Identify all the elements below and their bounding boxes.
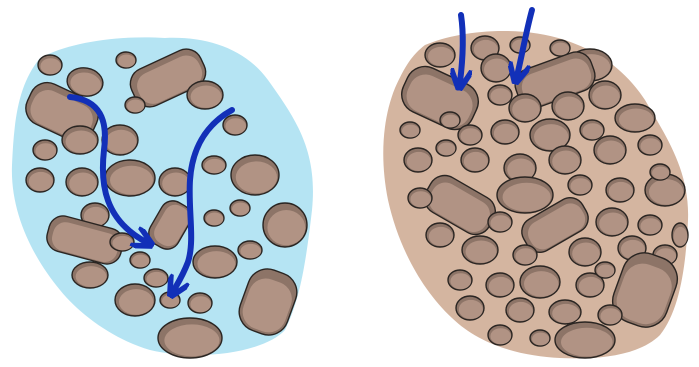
pebble (530, 330, 550, 346)
pebble (595, 262, 615, 278)
pebble (223, 115, 247, 135)
pebble (555, 322, 615, 358)
pebble (440, 112, 460, 128)
pebble (552, 92, 584, 120)
pebble (72, 262, 108, 288)
pebble (230, 200, 250, 216)
pebble (110, 233, 134, 251)
loose-gravel-panel (12, 37, 313, 358)
pebble (569, 238, 601, 266)
down-arrow-icon (460, 15, 463, 82)
pebble (404, 148, 432, 172)
pebble (598, 305, 622, 325)
pebble (606, 178, 634, 202)
pebble (488, 85, 512, 105)
pebble (549, 146, 581, 174)
pebble (115, 284, 155, 316)
pebble (263, 203, 307, 247)
pebble (66, 168, 98, 196)
pebble (594, 136, 626, 164)
pebble (448, 270, 472, 290)
pebble (204, 210, 224, 226)
pebble (188, 293, 212, 313)
pebble (462, 236, 498, 264)
pebble (26, 168, 54, 192)
pebble (408, 188, 432, 208)
pebble (568, 175, 592, 195)
pebble (231, 155, 279, 195)
pebble (238, 241, 262, 259)
pebble (672, 223, 688, 247)
pebble (650, 164, 670, 180)
pebble (458, 125, 482, 145)
pebble (159, 168, 191, 196)
pebble (509, 94, 541, 122)
pebble (425, 43, 455, 67)
pebble (160, 292, 180, 308)
pebble (456, 296, 484, 320)
pebble (38, 55, 62, 75)
pebble (589, 81, 621, 109)
pebble (426, 223, 454, 247)
pebble (580, 120, 604, 140)
pebble (144, 269, 168, 287)
pebble (488, 212, 512, 232)
compacted-gravel-panel (383, 10, 688, 358)
pebble (33, 140, 57, 160)
pebble (638, 135, 662, 155)
pebble (513, 245, 537, 265)
pebble (461, 148, 489, 172)
pebble (497, 177, 553, 213)
pebble (491, 120, 519, 144)
pebble (105, 160, 155, 196)
pebble (400, 122, 420, 138)
pebble (615, 104, 655, 132)
pebble (506, 298, 534, 322)
pebble (130, 252, 150, 268)
pebble (596, 208, 628, 236)
pebble (193, 246, 237, 278)
pebble (116, 52, 136, 68)
pebble (486, 273, 514, 297)
pebble (481, 54, 511, 82)
pebble (62, 126, 98, 154)
pebble (436, 140, 456, 156)
pebble (638, 215, 662, 235)
pebble (187, 81, 223, 109)
pebble (158, 318, 222, 358)
pebble (549, 300, 581, 324)
pebble (125, 97, 145, 113)
pebble (520, 266, 560, 298)
pebble (550, 40, 570, 56)
pebble (488, 325, 512, 345)
pebble (202, 156, 226, 174)
